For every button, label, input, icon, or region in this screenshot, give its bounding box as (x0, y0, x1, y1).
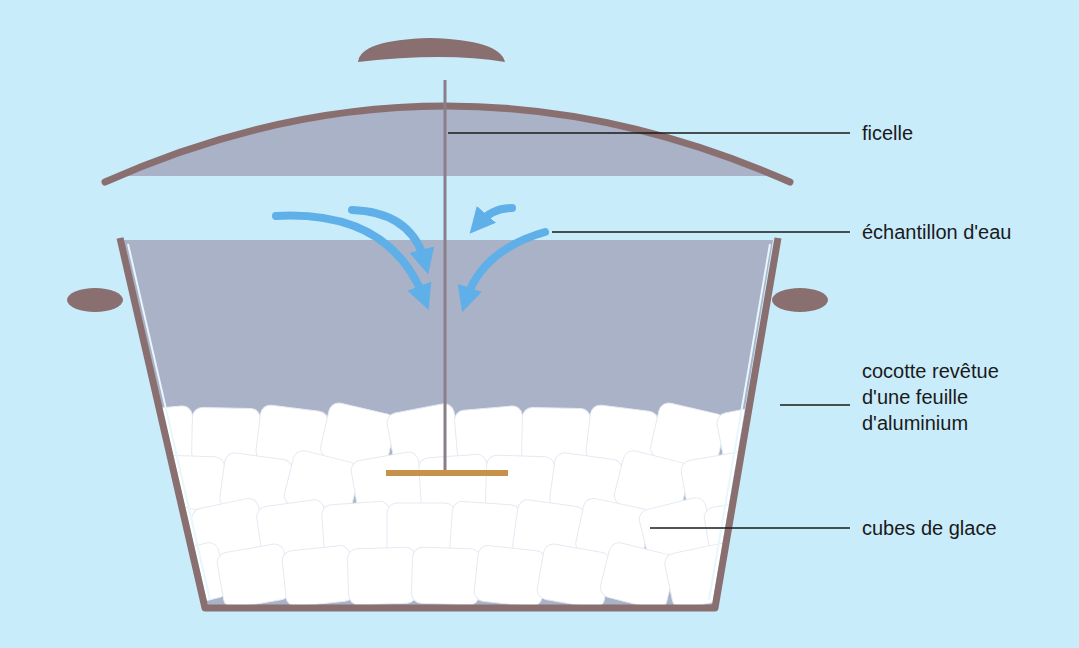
ice-cube (536, 543, 613, 610)
ice-cube (728, 544, 803, 609)
part-label: ficelle (862, 120, 1062, 146)
flow-arrow (276, 208, 545, 300)
ice-cube (216, 543, 293, 610)
stick (386, 470, 508, 476)
part-label: cubes de glace (862, 515, 1062, 541)
lid-knob (358, 38, 505, 62)
ice-cube (281, 545, 354, 608)
pot-handle (67, 288, 123, 312)
ice-cube (598, 541, 678, 612)
foil-lining (128, 244, 770, 600)
leader-line (448, 133, 850, 528)
ice-cube (347, 547, 417, 605)
part-label: cocotte revêtue d'une feuille d'aluminiu… (862, 358, 1030, 436)
pot-interior (123, 240, 773, 606)
pot-handle (772, 288, 828, 312)
ice-cubes (124, 401, 804, 611)
lid (105, 106, 790, 182)
ice-cube (155, 455, 225, 513)
part-label: échantillon d'eau (862, 219, 1072, 245)
ice-cube (411, 547, 481, 605)
ice-cube (663, 542, 741, 611)
pot-wall (120, 238, 778, 608)
string (444, 80, 447, 473)
ice-cube (473, 545, 546, 608)
